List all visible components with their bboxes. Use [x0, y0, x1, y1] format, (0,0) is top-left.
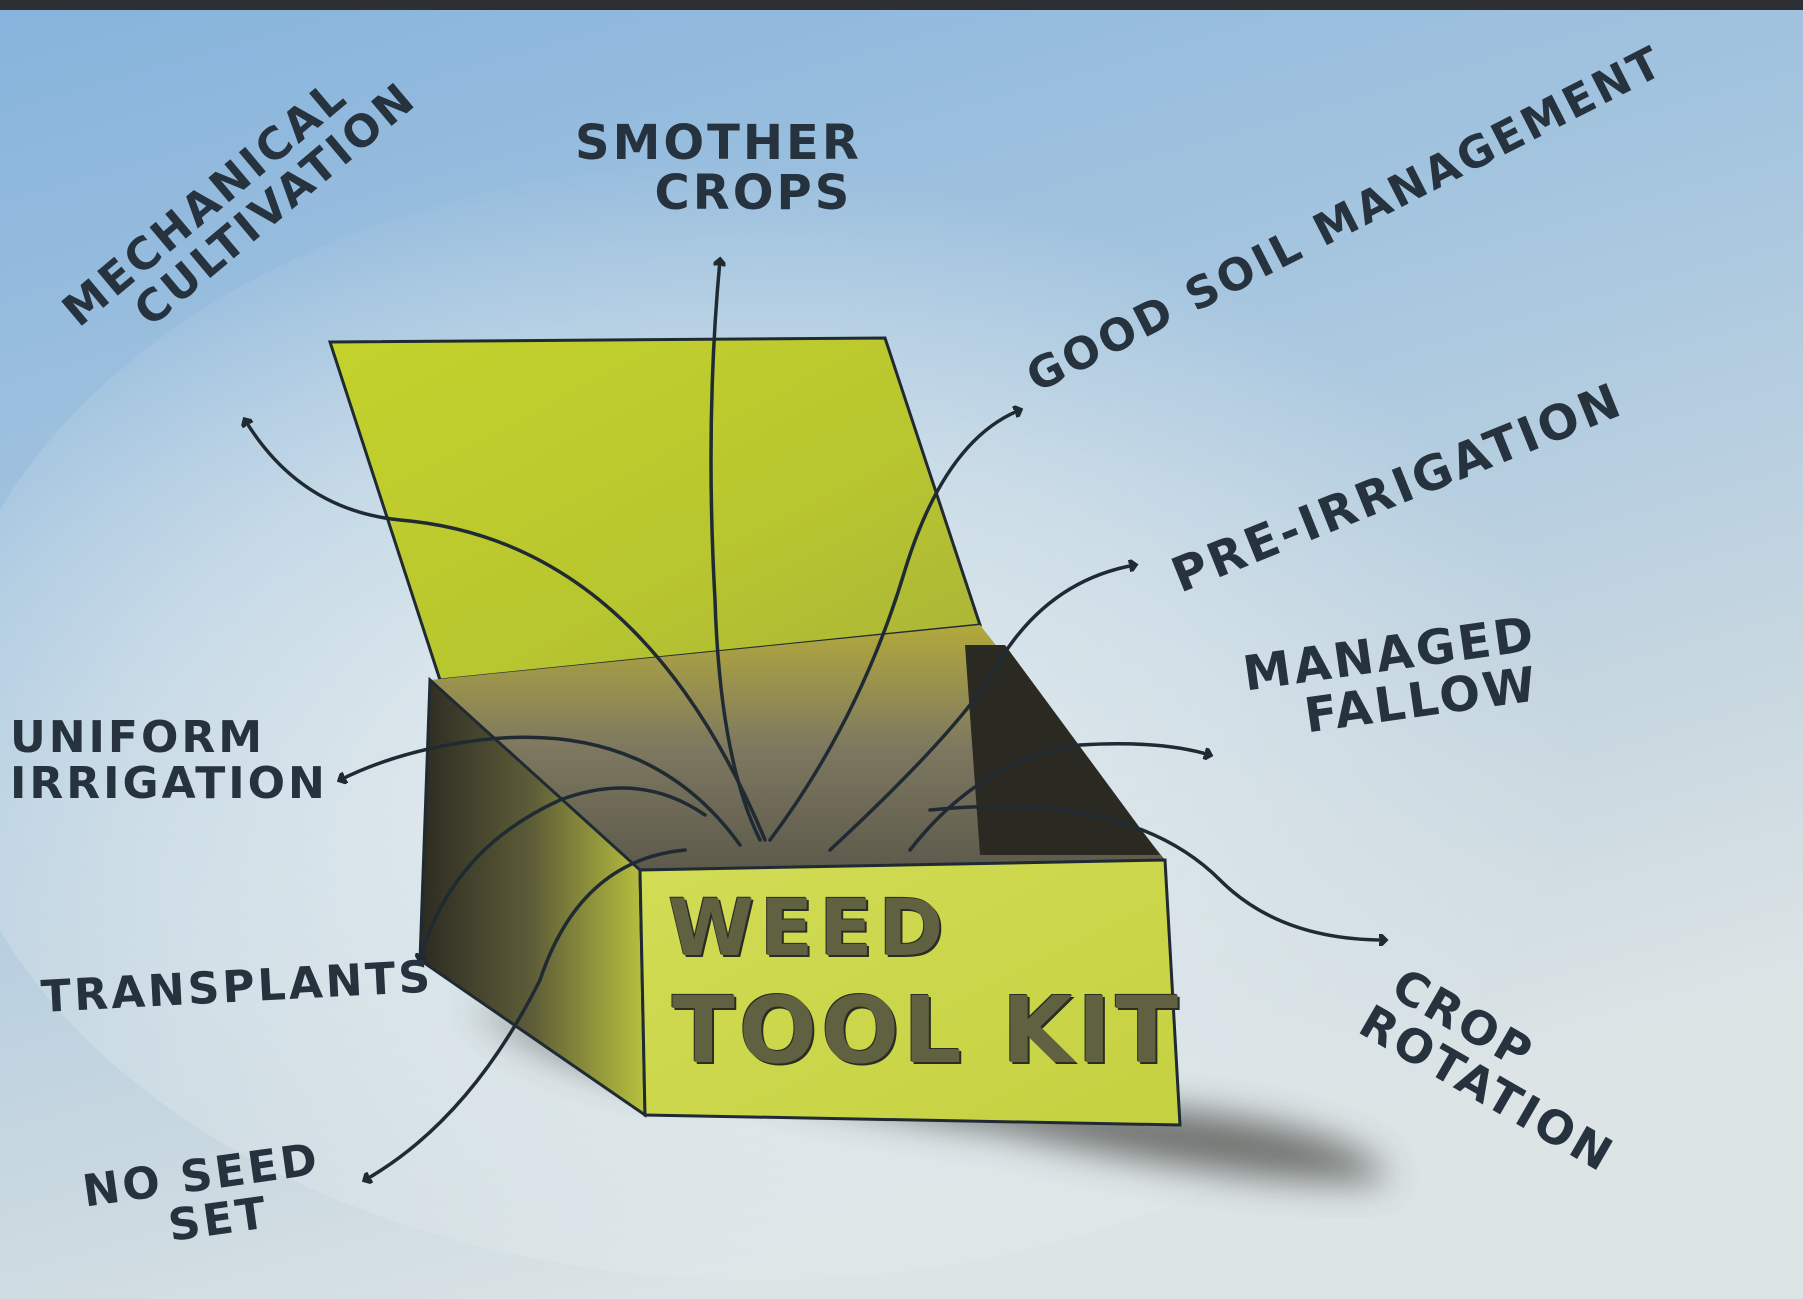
label-uniform: UNIFORM	[10, 715, 328, 761]
label-uniform-irrigation: UNIFORM IRRIGATION	[10, 715, 328, 807]
box-title-line2: TOOL KIT	[672, 985, 1182, 1077]
label-irrigation: IRRIGATION	[10, 761, 328, 807]
label-crops: CROPS	[645, 168, 862, 218]
label-smother-crops: SMOTHER CROPS	[575, 118, 862, 219]
label-smother: SMOTHER	[575, 118, 862, 168]
box-lid	[330, 338, 980, 680]
top-edge	[0, 0, 1803, 10]
box-title-line1: WEED	[668, 890, 949, 968]
